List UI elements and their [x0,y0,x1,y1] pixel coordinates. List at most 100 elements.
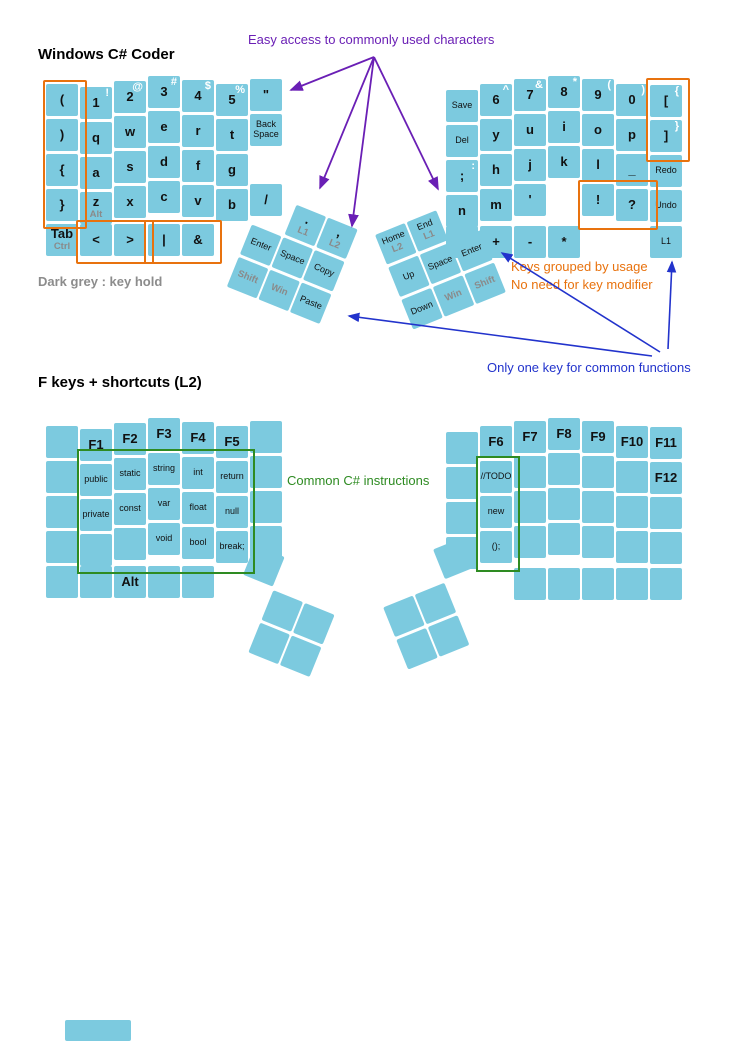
key-todo: //TODO [480,461,512,493]
key-blank [650,497,682,529]
key-new: new [480,496,512,528]
key-blank [616,496,648,528]
key-symbol: " [250,79,282,111]
common-cs-note: Common C# instructions [287,473,430,488]
key-k: k [548,146,580,178]
key-hold-note: Dark grey : key hold [38,274,163,289]
key-symbol: ' [514,184,546,216]
key-j: j [514,149,546,181]
key-symbol: - [514,226,546,258]
key-t: t [216,119,248,151]
key-4: $4 [182,80,214,112]
key-b: b [216,189,248,221]
key-w: w [114,116,146,148]
key-symbol: {[ [650,85,682,117]
key-alt: Alt [114,566,146,598]
key-symbol: { [46,154,78,186]
key-m: m [480,189,512,221]
key-5: %5 [216,84,248,116]
key-symbol: ( [46,84,78,116]
key-blank [114,528,146,560]
key-symbol: & [182,224,214,256]
key-9: (9 [582,79,614,111]
key-symbol: } [46,189,78,221]
key-f5: F5 [216,426,248,458]
easy-access-arrows [289,56,439,228]
key-symbol: :; [446,160,478,192]
key-break: break; [216,531,248,563]
key-f1: F1 [80,429,112,461]
key-const: const [114,493,146,525]
key-f8: F8 [548,418,580,450]
key-x: x [114,186,146,218]
key-blank [548,523,580,555]
key-public: public [80,464,112,496]
key-g: g [216,154,248,186]
key-6: ^6 [480,84,512,116]
key-blank [46,496,78,528]
key-f6: F6 [480,426,512,458]
key-symbol: ) [46,119,78,151]
key-o: o [582,114,614,146]
key-undo: Undo [650,190,682,222]
key-2: @2 [114,81,146,113]
key-float: float [182,492,214,524]
key-blank [650,568,682,600]
key-blank [446,432,478,464]
key-blank [46,531,78,563]
layer2-title: F keys + shortcuts (L2) [38,374,202,391]
key-void: void [148,523,180,555]
layer1-title: Windows C# Coder [38,46,175,63]
key-h: h [480,154,512,186]
key-blank [582,568,614,600]
key-d: d [148,146,180,178]
one-key-note: Only one key for common functions [487,360,691,375]
key-null: null [216,496,248,528]
key-symbol: < [80,224,112,256]
no-modifier-note: No need for key modifier [511,277,653,292]
key-return: return [216,461,248,493]
key-blank [80,566,112,598]
key-p: p [616,119,648,151]
key-l1: L1 [650,226,682,258]
highlight-box-angle-keys [76,220,154,264]
key-f3: F3 [148,418,180,450]
key-blank [46,461,78,493]
key-symbol: ! [582,184,614,216]
key-del: Del [446,125,478,157]
key-int: int [182,457,214,489]
key-i: i [548,111,580,143]
keys-grouped-note: Keys grouped by usage [511,259,648,274]
key-symbol: > [114,224,146,256]
key-y: y [480,119,512,151]
key-f7: F7 [514,421,546,453]
key-s: s [114,151,146,183]
key-0: )0 [616,84,648,116]
key-var: var [148,488,180,520]
key-blank [548,568,580,600]
key-blank [446,502,478,534]
key-blank [616,461,648,493]
highlight-box-brackets-column [43,80,87,229]
key-c: c [148,181,180,213]
key-string: string [148,453,180,485]
key-e: e [148,111,180,143]
key-blank [548,453,580,485]
highlight-box-cs-keywords-right [476,456,520,572]
key-f: f [182,150,214,182]
key-blank [80,534,112,566]
easy-access-note: Easy access to commonly used characters [248,32,495,47]
key-private: private [80,499,112,531]
key-blank [182,566,214,598]
key-3: #3 [148,76,180,108]
key-blank [582,491,614,523]
key-blank [650,532,682,564]
key-f4: F4 [182,422,214,454]
key-blank [446,467,478,499]
key-blank [616,531,648,563]
key-symbol: * [548,226,580,258]
key-static: static [114,458,146,490]
highlight-box-pipe-amp-keys [144,220,222,264]
